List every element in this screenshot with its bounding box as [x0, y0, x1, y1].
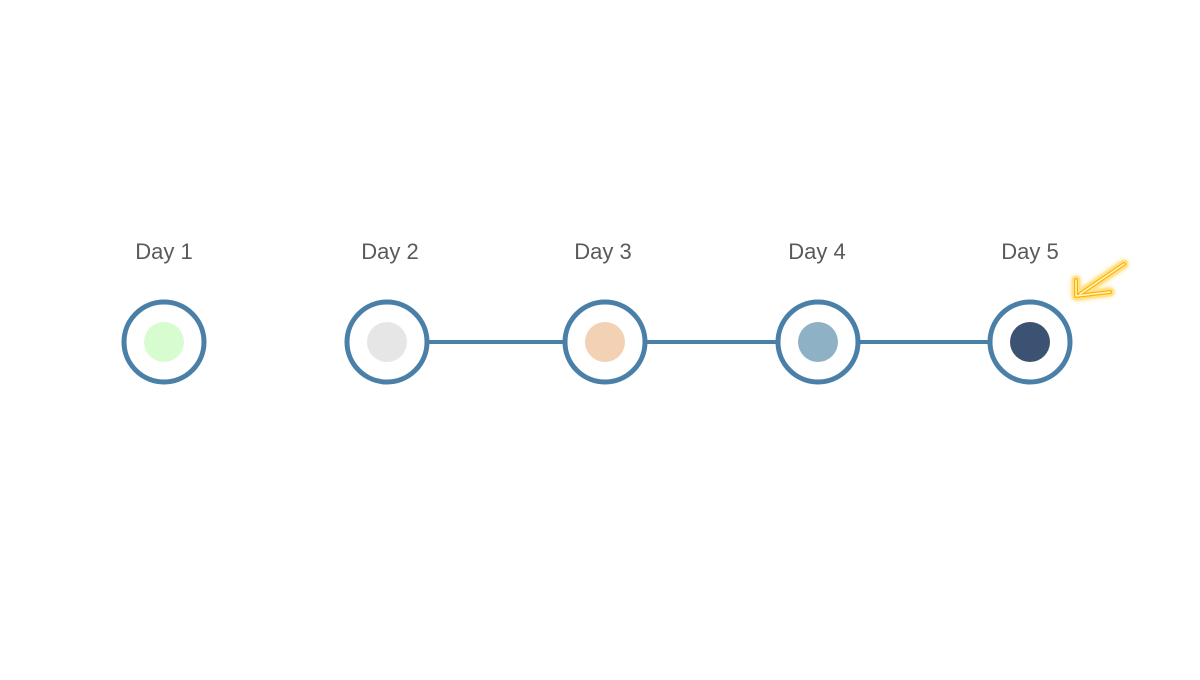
node-dot [144, 322, 184, 362]
highlight-arrow-icon [1071, 259, 1129, 301]
timeline-nodes [121, 299, 1073, 385]
day-label-4: Day 4 [788, 239, 846, 264]
timeline-node-1 [121, 299, 207, 385]
day-label-2: Day 2 [361, 239, 419, 264]
arrow-stroke [1075, 279, 1111, 297]
node-dot [367, 322, 407, 362]
timeline-node-4 [775, 299, 861, 385]
day-label-3: Day 3 [574, 239, 632, 264]
node-dot [798, 322, 838, 362]
timeline-node-3 [562, 299, 648, 385]
node-dot [585, 322, 625, 362]
arrow-stroke [1079, 263, 1125, 295]
timeline-node-2 [344, 299, 430, 385]
node-dot [1010, 322, 1050, 362]
day-label-5: Day 5 [1001, 239, 1059, 264]
timeline-node-5 [987, 299, 1073, 385]
day-label-1: Day 1 [135, 239, 193, 264]
